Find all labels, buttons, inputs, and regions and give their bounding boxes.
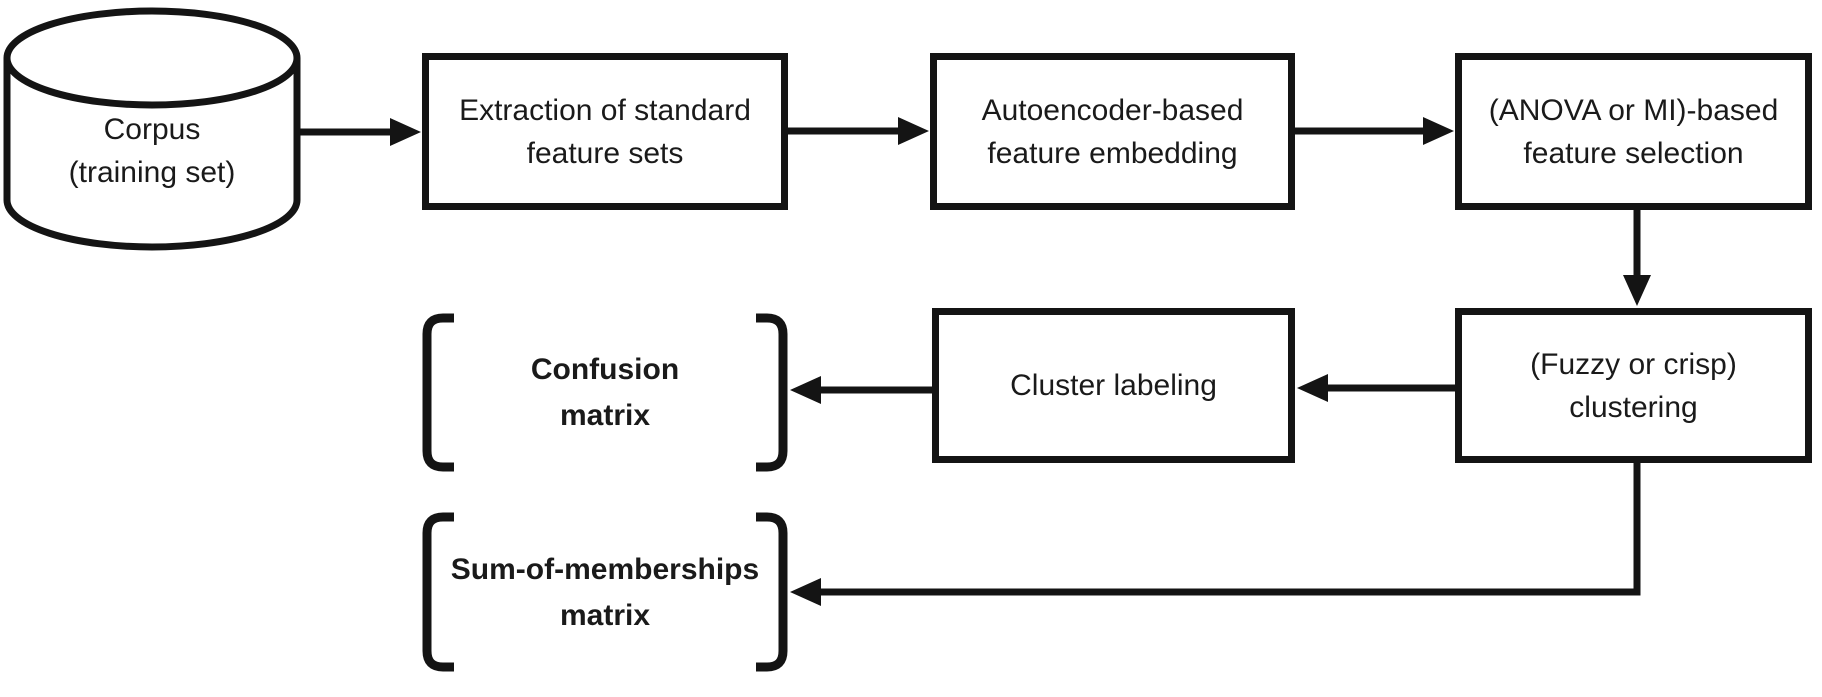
sum-of-memberships-brackets xyxy=(422,512,788,672)
node-corpus-line1: Corpus xyxy=(103,113,201,146)
arrow-clustering-to-cluster-labeling xyxy=(1297,374,1455,402)
node-extraction-line2: feature sets xyxy=(526,136,684,170)
node-extraction-line1: Extraction of standard xyxy=(459,93,751,127)
node-feature-selection-line2: feature selection xyxy=(1523,136,1744,170)
node-feature-selection-line1: (ANOVA or MI)-based xyxy=(1488,93,1779,127)
confusion-matrix-brackets xyxy=(422,313,788,472)
node-confusion-matrix: Confusion matrix xyxy=(427,313,783,472)
node-sum-of-memberships-line1: Sum-of-memberships xyxy=(450,552,760,586)
node-corpus-line2: (training set) xyxy=(68,156,236,189)
node-extraction: Extraction of standard feature sets xyxy=(422,53,788,210)
node-autoencoder: Autoencoder-based feature embedding xyxy=(930,53,1295,210)
node-sum-of-memberships-line2: matrix xyxy=(559,598,651,632)
arrow-corpus-to-extraction xyxy=(297,118,421,146)
node-cluster-labeling: Cluster labeling xyxy=(932,308,1295,463)
database-cylinder-icon xyxy=(3,7,301,251)
arrow-autoencoder-to-feature-selection xyxy=(1295,117,1454,145)
node-clustering-line2: clustering xyxy=(1569,390,1698,424)
node-confusion-matrix-line2: matrix xyxy=(559,398,651,432)
node-autoencoder-line1: Autoencoder-based xyxy=(981,93,1244,127)
node-confusion-matrix-line1: Confusion xyxy=(530,352,680,386)
node-autoencoder-line2: feature embedding xyxy=(987,136,1238,170)
arrow-clustering-to-sum-of-memberships xyxy=(790,463,1641,606)
node-sum-of-memberships: Sum-of-memberships matrix xyxy=(427,512,783,673)
node-clustering: (Fuzzy or crisp) clustering xyxy=(1455,308,1812,463)
arrow-extraction-to-autoencoder xyxy=(788,117,929,145)
node-corpus: Corpus (training set) xyxy=(10,95,294,207)
arrow-feature-selection-to-clustering xyxy=(1623,210,1651,306)
node-clustering-line1: (Fuzzy or crisp) xyxy=(1530,347,1737,381)
arrow-cluster-labeling-to-confusion-matrix xyxy=(790,376,932,404)
node-cluster-labeling-line1: Cluster labeling xyxy=(1010,369,1217,402)
node-feature-selection: (ANOVA or MI)-based feature selection xyxy=(1455,53,1812,210)
